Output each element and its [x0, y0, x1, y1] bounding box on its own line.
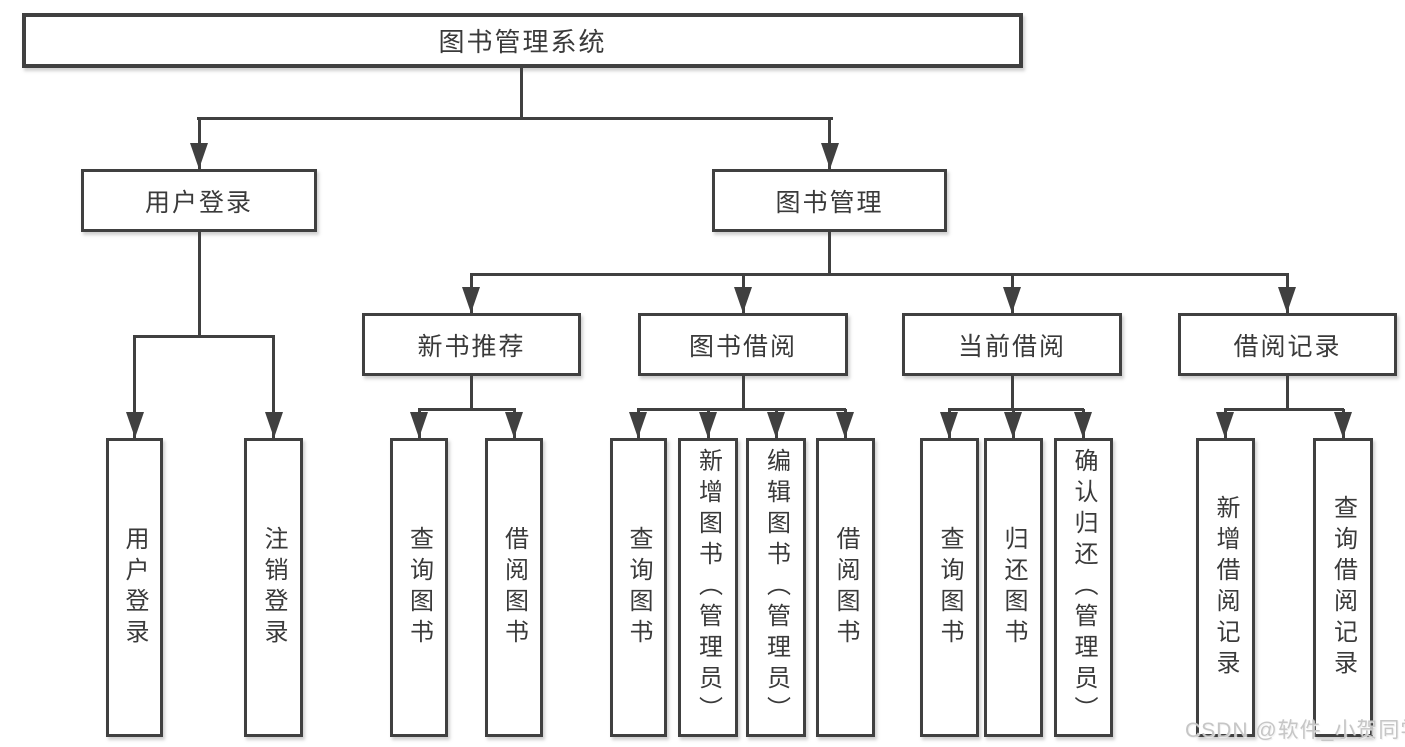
- leaf-return-books-label: 归还图书: [1000, 525, 1027, 650]
- leaf-logout: 注销登录: [244, 438, 303, 737]
- arrowhead-down-icon: [821, 143, 839, 169]
- connector-line: [197, 117, 833, 120]
- leaf-current-query-books: 查询图书: [920, 438, 979, 737]
- leaf-query-borrow-record-label: 查询借阅记录: [1329, 494, 1357, 681]
- connector-line: [470, 273, 1289, 276]
- arrowhead-down-icon: [190, 143, 208, 169]
- leaf-confirm-return-admin: 确认归还（管理员）: [1054, 438, 1113, 737]
- leaf-borrow-books-label: 借阅图书: [832, 525, 859, 650]
- arrowhead-down-icon: [1216, 412, 1234, 438]
- node-book-management-label: 图书管理: [775, 188, 884, 217]
- leaf-recommend-borrow-books: 借阅图书: [485, 438, 543, 737]
- arrowhead-down-icon: [410, 412, 428, 438]
- connector-line: [1286, 375, 1289, 409]
- node-borrow-records-label: 借阅记录: [1233, 332, 1342, 361]
- arrowhead-down-icon: [126, 412, 144, 438]
- arrowhead-down-icon: [734, 287, 752, 313]
- connector-line: [520, 66, 523, 118]
- arrowhead-down-icon: [1004, 412, 1022, 438]
- arrowhead-down-icon: [462, 287, 480, 313]
- arrowhead-down-icon: [940, 412, 958, 438]
- watermark: CSDN @软件_小贺同学: [1185, 719, 1405, 742]
- connector-line: [948, 408, 1084, 411]
- leaf-borrow-query-books-label: 查询图书: [625, 525, 652, 650]
- arrowhead-down-icon: [1003, 287, 1021, 313]
- leaf-add-borrow-record-label: 新增借阅记录: [1212, 494, 1239, 681]
- node-user-login-label: 用户登录: [144, 188, 253, 217]
- leaf-add-borrow-record: 新增借阅记录: [1196, 438, 1255, 737]
- leaf-query-borrow-record: 查询借阅记录: [1313, 438, 1373, 737]
- leaf-current-query-books-label: 查询图书: [936, 525, 963, 650]
- node-current-borrow-label: 当前借阅: [957, 332, 1066, 361]
- leaf-confirm-return-admin-label: 确认归还（管理员）: [1070, 448, 1097, 727]
- node-book-borrow-label: 图书借阅: [688, 332, 797, 361]
- connector-line: [470, 375, 473, 409]
- connector-line: [133, 335, 275, 338]
- leaf-borrow-query-books: 查询图书: [610, 438, 667, 737]
- connector-line: [828, 231, 831, 275]
- arrowhead-down-icon: [265, 412, 283, 438]
- leaf-logout-label: 注销登录: [260, 525, 287, 650]
- connector-line: [198, 231, 201, 337]
- leaf-recommend-query-books-label: 查询图书: [405, 525, 433, 650]
- leaf-add-books-admin: 新增图书（管理员）: [678, 438, 738, 737]
- leaf-edit-books-admin: 编辑图书（管理员）: [746, 438, 806, 737]
- leaf-borrow-books: 借阅图书: [816, 438, 875, 737]
- arrowhead-down-icon: [767, 412, 785, 438]
- node-root: 图书管理系统: [22, 13, 1023, 68]
- arrowhead-down-icon: [836, 412, 854, 438]
- connector-line: [1011, 375, 1014, 409]
- arrowhead-down-icon: [1074, 412, 1092, 438]
- arrowhead-down-icon: [505, 412, 523, 438]
- leaf-user-login: 用户登录: [106, 438, 163, 737]
- connector-line: [1224, 408, 1344, 411]
- node-book-management: 图书管理: [712, 169, 947, 232]
- arrowhead-down-icon: [1278, 287, 1296, 313]
- arrowhead-down-icon: [1334, 412, 1352, 438]
- connector-line: [637, 408, 846, 411]
- node-new-book-recommend-label: 新书推荐: [417, 332, 526, 361]
- connector-line: [418, 408, 516, 411]
- node-book-borrow: 图书借阅: [638, 313, 848, 376]
- node-current-borrow: 当前借阅: [902, 313, 1122, 376]
- leaf-edit-books-admin-label: 编辑图书（管理员）: [762, 448, 790, 727]
- leaf-add-books-admin-label: 新增图书（管理员）: [694, 448, 722, 727]
- leaf-recommend-query-books: 查询图书: [390, 438, 448, 737]
- node-user-login: 用户登录: [81, 169, 317, 232]
- connector-line: [272, 336, 275, 438]
- leaf-return-books: 归还图书: [984, 438, 1043, 737]
- arrowhead-down-icon: [699, 412, 717, 438]
- connector-line: [133, 336, 136, 438]
- node-new-book-recommend: 新书推荐: [362, 313, 581, 376]
- leaf-user-login-label: 用户登录: [121, 525, 148, 650]
- node-borrow-records: 借阅记录: [1178, 313, 1397, 376]
- connector-line: [742, 375, 745, 409]
- leaf-recommend-borrow-books-label: 借阅图书: [500, 525, 528, 650]
- arrowhead-down-icon: [629, 412, 647, 438]
- node-root-label: 图书管理系统: [438, 27, 607, 57]
